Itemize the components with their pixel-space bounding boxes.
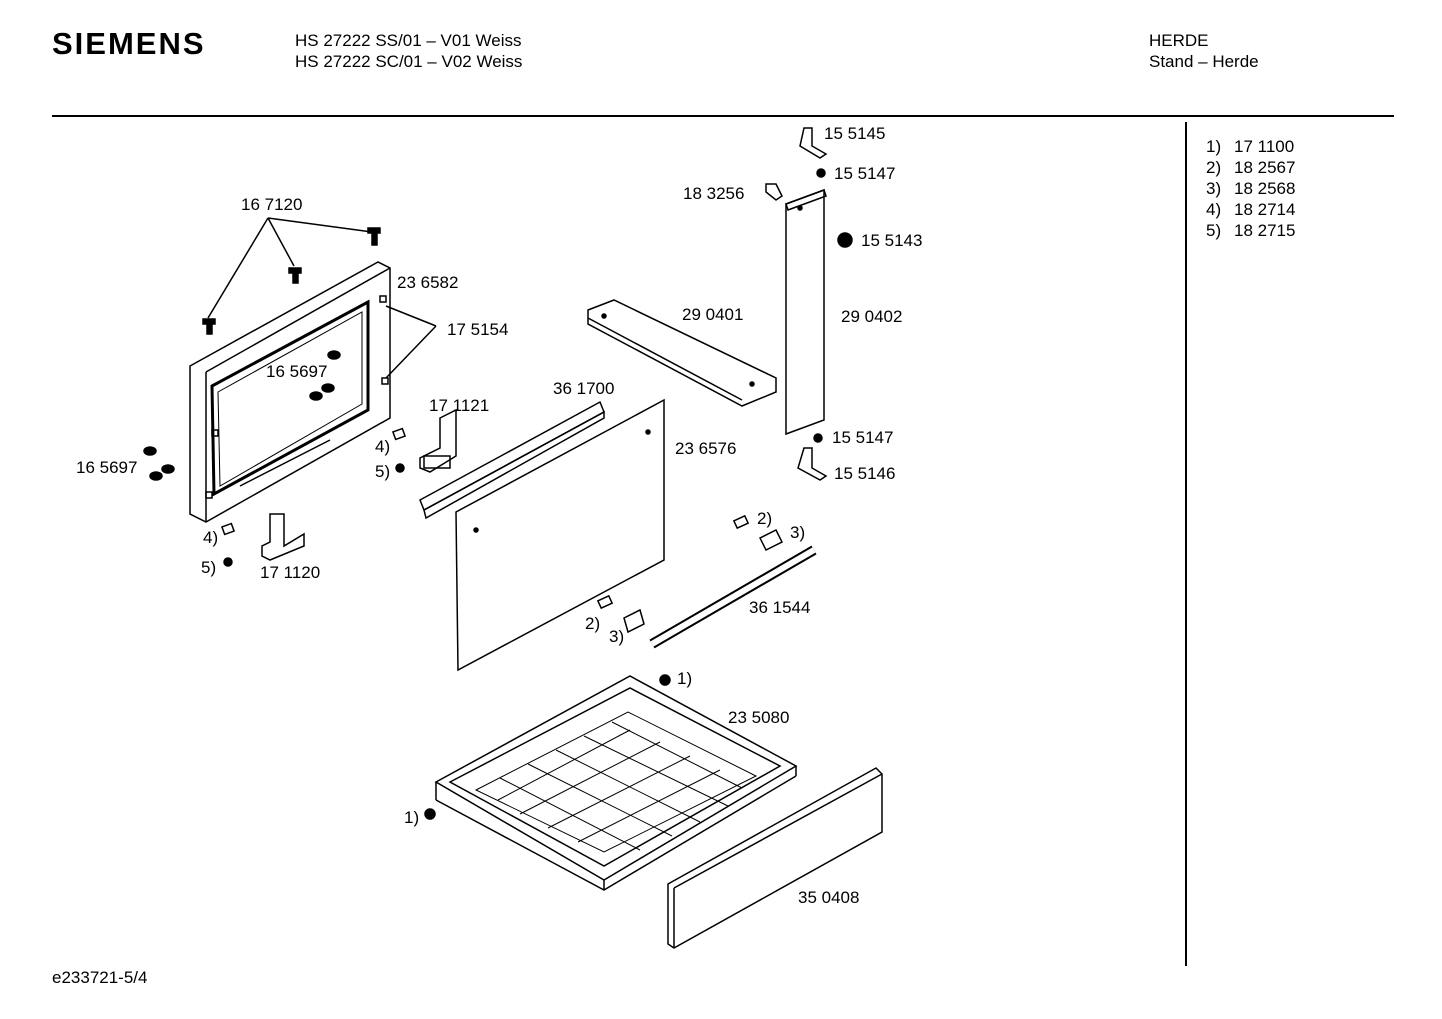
legend-row: 1) 17 1100 — [1206, 136, 1295, 157]
legend-part: 17 1100 — [1234, 137, 1295, 156]
ref-callout: 2) — [585, 614, 601, 633]
legend-index: 4) — [1206, 200, 1222, 219]
drawer-tray — [434, 675, 798, 891]
legend-part: 18 2568 — [1234, 179, 1296, 198]
part-label: 29 0401 — [682, 305, 744, 324]
part-label: 36 1544 — [749, 598, 811, 617]
part-label: 17 1121 — [429, 396, 490, 415]
part-label: 16 5697 — [266, 362, 328, 381]
part-label: 35 0408 — [798, 888, 860, 907]
legend-part: 18 2567 — [1234, 158, 1296, 177]
drawing-id: e233721-5/4 — [52, 968, 148, 987]
door-rail — [419, 400, 605, 520]
legend-row: 4) 18 2714 — [1206, 199, 1295, 220]
part-label: 23 6582 — [397, 273, 459, 292]
legend-index: 2) — [1206, 158, 1222, 177]
part-label: 23 6576 — [675, 439, 737, 458]
legend-part: 18 2714 — [1234, 200, 1296, 219]
ref-callout: 4) — [375, 437, 391, 456]
part-label: 29 0402 — [841, 307, 903, 326]
ref-callout: 5) — [375, 462, 391, 481]
leader-lines-175154 — [385, 305, 437, 379]
legend-row: 5) 18 2715 — [1206, 220, 1295, 241]
part-label: 17 5154 — [447, 320, 509, 339]
ref-callout: 3) — [609, 627, 625, 646]
leader-lines-167120 — [207, 217, 373, 319]
oven-front-frame — [189, 261, 391, 523]
cross-brace — [587, 299, 777, 407]
part-label: 15 5147 — [834, 164, 896, 183]
part-label: 23 5080 — [728, 708, 790, 727]
model-line-2: HS 27222 SC/01 – V02 Weiss — [295, 52, 523, 71]
ref-callout: 2) — [757, 509, 773, 528]
ref-callout: 1) — [677, 669, 693, 688]
part-label: 16 5697 — [76, 458, 138, 477]
glass-panel — [455, 398, 665, 672]
part-label: 16 7120 — [241, 195, 303, 214]
part-label: 36 1700 — [553, 379, 615, 398]
bracket-icon — [765, 127, 828, 481]
ref-callout: 5) — [201, 558, 217, 577]
part-label: 15 5145 — [824, 124, 886, 143]
ref-callout: 1) — [404, 808, 420, 827]
support-rod — [649, 545, 817, 649]
feet-icon — [424, 674, 671, 820]
legend-index: 5) — [1206, 221, 1222, 240]
ref-callout: 3) — [790, 523, 806, 542]
side-upright — [785, 188, 827, 436]
legend-row: 2) 18 2567 — [1206, 157, 1295, 178]
rod-clip-icon — [596, 514, 784, 634]
screw-icon — [202, 227, 381, 335]
drawer-front-panel — [667, 767, 883, 949]
reference-legend: 1)17 1100 2)18 2567 3)18 2568 4)18 2714 … — [1206, 136, 1295, 241]
ref-callout: 4) — [203, 528, 219, 547]
part-label: 18 3256 — [683, 184, 745, 203]
subcategory-title: Stand – Herde — [1149, 52, 1259, 71]
part-label: 15 5146 — [834, 464, 896, 483]
part-label: 15 5147 — [832, 428, 894, 447]
hinge-bracket-lower — [261, 513, 305, 561]
model-line-1: HS 27222 SS/01 – V01 Weiss — [295, 31, 522, 50]
legend-part: 18 2715 — [1234, 221, 1296, 240]
legend-index: 3) — [1206, 179, 1222, 198]
part-label: 17 1120 — [260, 563, 321, 582]
part-label: 15 5143 — [861, 231, 923, 250]
hinge-bracket-upper — [419, 408, 457, 473]
brand-logo: SIEMENS — [52, 26, 206, 61]
legend-index: 1) — [1206, 137, 1222, 156]
screw-cluster-icon — [143, 350, 341, 481]
nut-icon — [813, 168, 853, 443]
category-title: HERDE — [1149, 31, 1209, 50]
legend-row: 3) 18 2568 — [1206, 178, 1295, 199]
clip-icon — [220, 427, 407, 567]
